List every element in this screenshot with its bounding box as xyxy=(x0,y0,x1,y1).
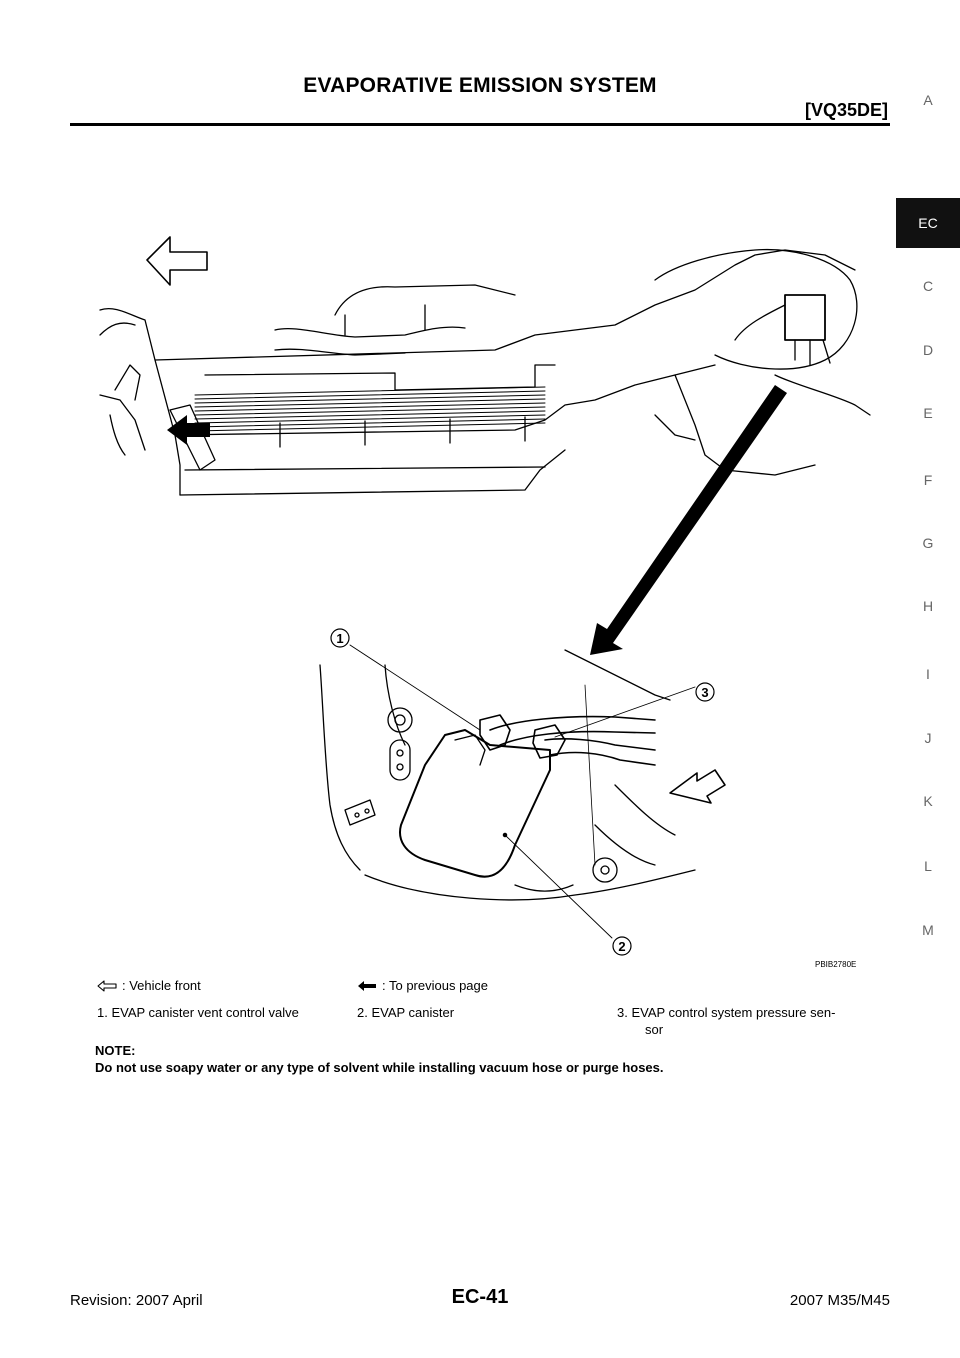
engine-code: [VQ35DE] xyxy=(804,100,888,120)
detail-pointer-arrow xyxy=(590,385,787,655)
revision-date: Revision: 2007 April xyxy=(70,1292,203,1309)
svg-text:2: 2 xyxy=(618,939,625,954)
callout-1: 1 xyxy=(330,628,350,648)
index-tab-m[interactable]: M xyxy=(922,922,934,938)
evap-system-illustration: 1 3 2 xyxy=(99,236,871,956)
svg-text:1: 1 xyxy=(336,631,343,646)
index-tab-l[interactable]: L xyxy=(924,858,932,874)
legend-previous-page: : To previous page xyxy=(382,978,488,993)
part-3-continued: sor xyxy=(645,1022,664,1037)
callout-2: 2 xyxy=(612,936,632,956)
part-2: 2. EVAP canister xyxy=(357,1005,455,1020)
header-rule xyxy=(70,123,890,126)
part-1: 1. EVAP canister vent control valve xyxy=(97,1005,299,1020)
svg-text:3: 3 xyxy=(701,685,708,700)
index-tab-i[interactable]: I xyxy=(926,666,930,682)
index-tab-e[interactable]: E xyxy=(923,405,933,421)
previous-page-icon xyxy=(358,981,376,991)
page-title: EVAPORATIVE EMISSION SYSTEM xyxy=(303,74,657,97)
index-tab-g[interactable]: G xyxy=(922,535,934,551)
index-tab-h[interactable]: H xyxy=(922,598,934,614)
callout-3: 3 xyxy=(695,682,715,702)
index-tab-k[interactable]: K xyxy=(923,793,933,809)
vehicle-model: 2007 M35/M45 xyxy=(789,1292,890,1309)
page-number: EC-41 xyxy=(451,1286,509,1308)
index-tab-a[interactable]: A xyxy=(923,92,933,108)
index-tab-ec[interactable]: EC xyxy=(896,198,960,248)
figure-code: PBIB2780E xyxy=(815,960,857,969)
vehicle-front-arrow-icon xyxy=(146,236,208,286)
index-tab-d[interactable]: D xyxy=(922,342,934,358)
part-3: 3. EVAP control system pressure sen- xyxy=(617,1005,836,1020)
note-label: NOTE: xyxy=(95,1043,136,1058)
index-tab-f[interactable]: F xyxy=(923,472,933,488)
vehicle-front-icon xyxy=(97,980,117,992)
to-previous-page-arrow-icon xyxy=(167,415,210,445)
index-tab-c[interactable]: C xyxy=(922,278,934,294)
legend-vehicle-front: : Vehicle front xyxy=(122,978,201,993)
note-text: Do not use soapy water or any type of so… xyxy=(95,1060,664,1075)
index-tab-j[interactable]: J xyxy=(924,730,932,746)
